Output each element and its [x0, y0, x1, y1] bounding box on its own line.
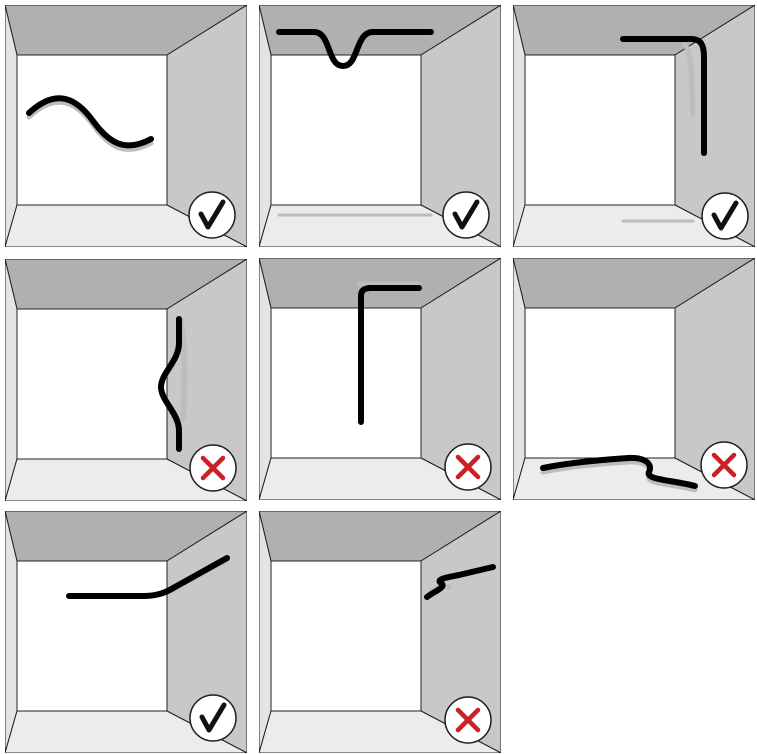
- cross-icon: [445, 697, 491, 743]
- checkmark-icon: [702, 193, 748, 239]
- panel-wave-on-back-wall: [5, 5, 247, 247]
- panel-short-squiggle-on-side-wall: [259, 511, 501, 753]
- cross-icon: [445, 444, 491, 490]
- checkmark-icon: [190, 695, 236, 741]
- panel-dip-from-ceiling: [259, 5, 501, 247]
- panel-vertical-with-top-hook: [259, 258, 501, 500]
- panel-line-bending-onto-side-wall: [5, 511, 247, 753]
- checkmark-icon: [189, 192, 235, 238]
- cross-icon: [190, 445, 236, 491]
- panel-ceiling-to-side-wall-corner: [513, 5, 755, 247]
- panel-squiggle-across-floor: [513, 258, 755, 500]
- checkmark-icon: [443, 192, 489, 238]
- cross-icon: [701, 442, 747, 488]
- panel-wavy-vertical-on-side-wall: [5, 259, 247, 501]
